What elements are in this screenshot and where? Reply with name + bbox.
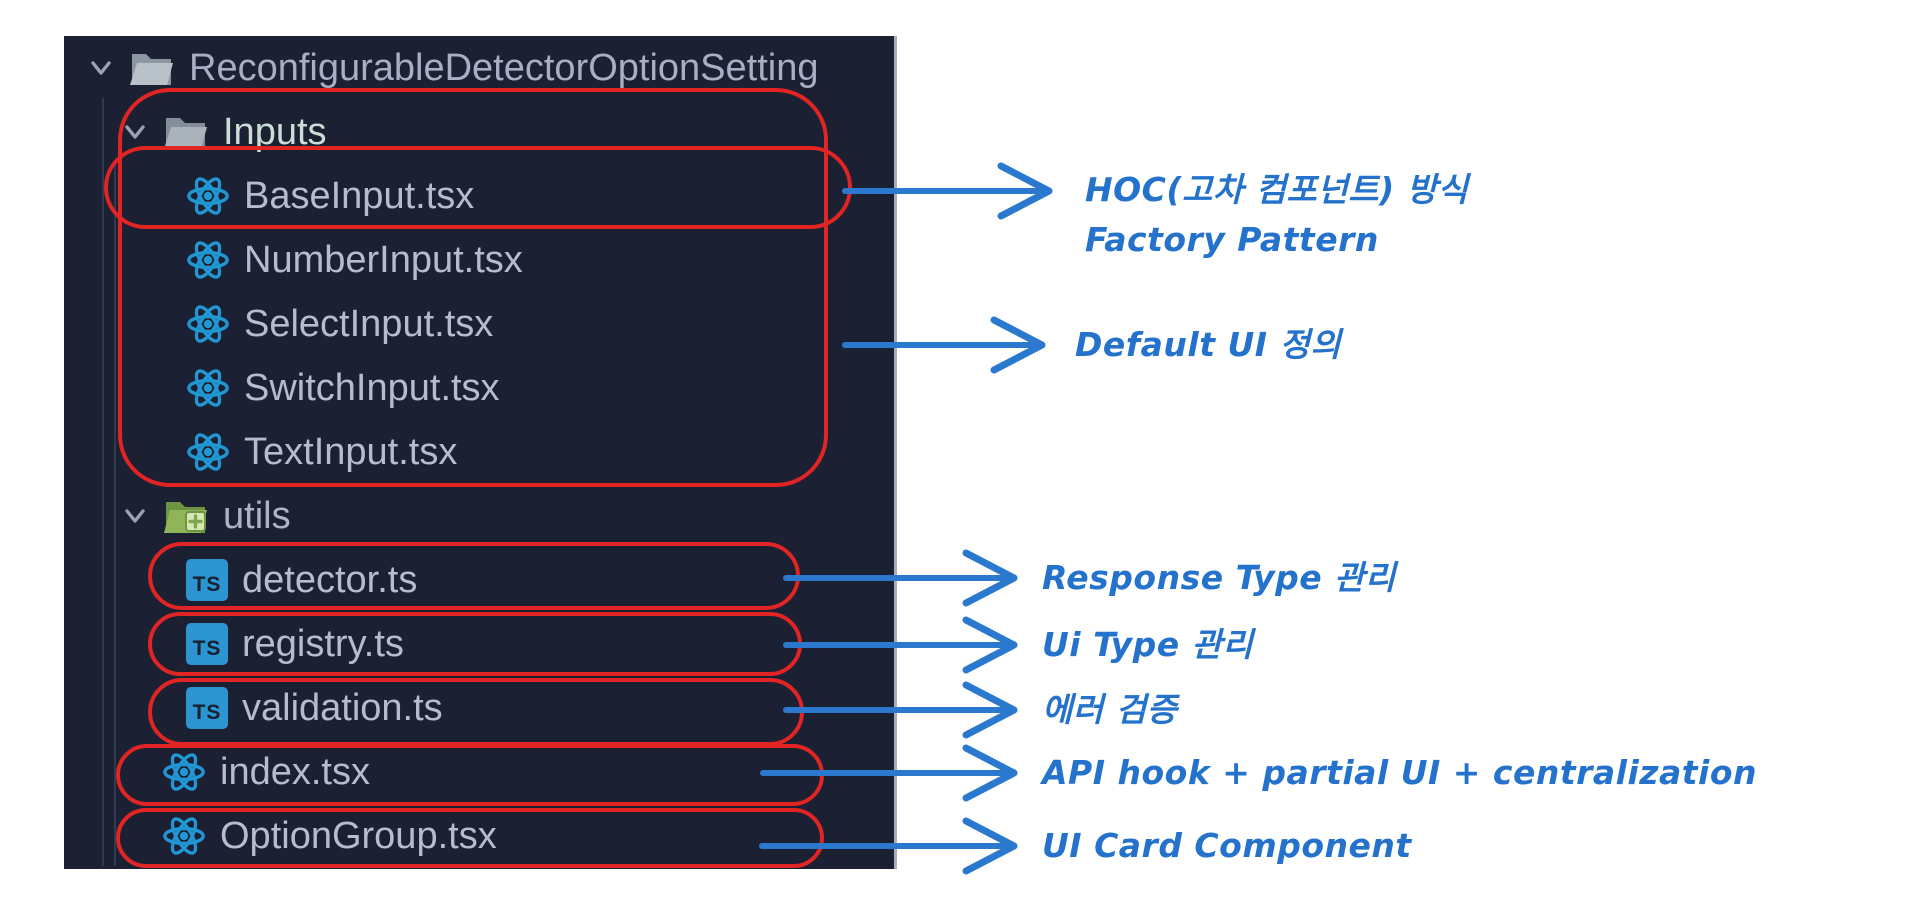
tree-row-detector[interactable]: TS detector.ts (64, 548, 894, 612)
tree-row-switchinput[interactable]: SwitchInput.tsx (64, 356, 894, 420)
annotation-circle-baseinput (104, 146, 852, 229)
annotation-text-api-hook: API hook + partial UI + centralization (1042, 753, 1758, 792)
typescript-icon: TS (186, 559, 228, 601)
row-label: SelectInput.tsx (244, 302, 494, 345)
annotation-circle-inputs-group (118, 88, 828, 487)
annotation-text-response-type: Response Type 관리 (1042, 558, 1396, 597)
annotation-text-ui-card: UI Card Component (1042, 826, 1412, 865)
tree-row-index[interactable]: index.tsx (64, 740, 894, 804)
row-label: NumberInput.tsx (244, 238, 523, 281)
folder-open-icon (164, 118, 207, 149)
chevron-down-icon[interactable] (118, 499, 152, 533)
tree-row-root-folder[interactable]: ReconfigurableDetectorOptionSetting (64, 36, 894, 100)
ts-badge: TS (192, 573, 222, 596)
tree-row-registry[interactable]: TS registry.ts (64, 612, 894, 676)
folder-utils-icon (164, 502, 207, 533)
tree-row-inputs-folder[interactable]: Inputs (64, 100, 894, 164)
annotation-circle-optiongroup (116, 808, 824, 868)
tree-row-baseinput[interactable]: BaseInput.tsx (64, 164, 894, 228)
typescript-icon: TS (186, 623, 228, 665)
row-label: utils (223, 494, 291, 537)
typescript-icon: TS (186, 687, 228, 729)
react-icon (187, 305, 229, 343)
indent-guide (102, 98, 104, 866)
annotation-circle-index (116, 744, 824, 806)
tree-row-optiongroup[interactable]: OptionGroup.tsx (64, 804, 894, 868)
react-icon (163, 817, 205, 855)
row-label: Inputs (223, 110, 327, 153)
row-label: SwitchInput.tsx (244, 366, 500, 409)
tree-row-selectinput[interactable]: SelectInput.tsx (64, 292, 894, 356)
annotation-text-error-validation: 에러 검증 (1042, 690, 1178, 729)
row-label: registry.ts (242, 622, 404, 665)
react-icon (187, 177, 229, 215)
ts-badge: TS (192, 701, 222, 724)
row-label: OptionGroup.tsx (220, 814, 497, 857)
row-label: BaseInput.tsx (244, 174, 475, 217)
ts-badge: TS (192, 637, 222, 660)
annotation-text-hoc: HOC(고차 컴포넌트) 방식 Factory Pattern (1085, 170, 1469, 259)
tree-row-validation[interactable]: TS validation.ts (64, 676, 894, 740)
explorer-panel: ReconfigurableDetectorOptionSetting Inpu… (64, 36, 897, 869)
row-label: detector.ts (242, 558, 418, 601)
chevron-down-icon[interactable] (84, 51, 118, 85)
row-label: ReconfigurableDetectorOptionSetting (189, 46, 819, 89)
row-label: validation.ts (242, 686, 443, 729)
react-icon (187, 433, 229, 471)
tree-row-utils-folder[interactable]: utils (64, 484, 894, 548)
tree-row-textinput[interactable]: TextInput.tsx (64, 420, 894, 484)
folder-open-icon (130, 54, 173, 85)
annotation-text-default-ui: Default UI 정의 (1075, 325, 1342, 364)
react-icon (187, 369, 229, 407)
indent-guide (114, 162, 116, 866)
row-label: index.tsx (220, 750, 370, 793)
annotation-circle-registry (148, 612, 802, 676)
tree-row-numberinput[interactable]: NumberInput.tsx (64, 228, 894, 292)
annotation-circle-validation (148, 678, 804, 746)
annotation-circle-detector (148, 542, 800, 610)
row-label: TextInput.tsx (244, 430, 458, 473)
react-icon (163, 753, 205, 791)
annotation-text-ui-type: Ui Type 관리 (1042, 625, 1254, 664)
react-icon (187, 241, 229, 279)
